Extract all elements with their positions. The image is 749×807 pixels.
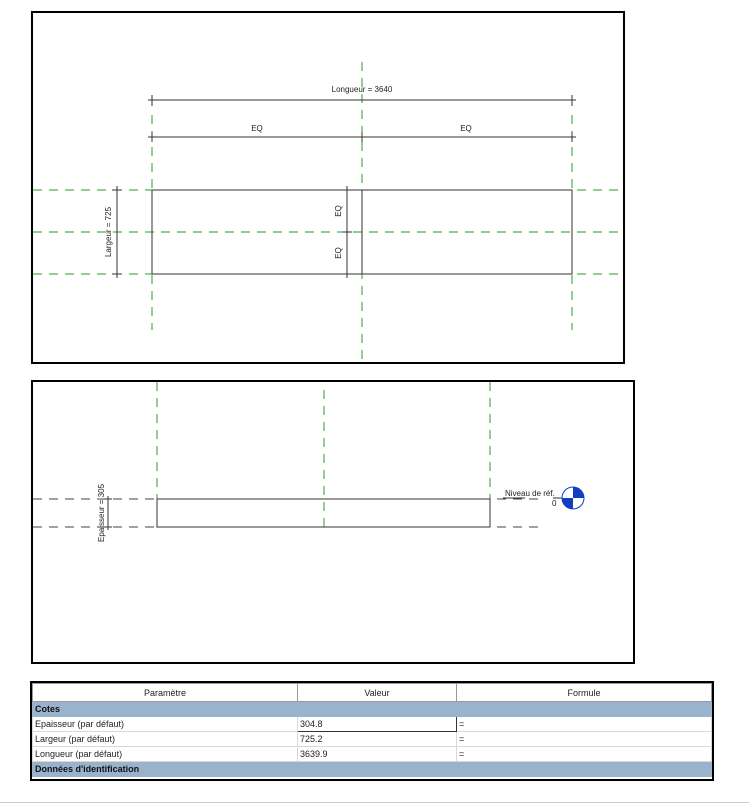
table-row[interactable]: Longueur (par défaut) 3639.9 = [32,746,712,762]
param-value-input[interactable]: 304.8 [297,716,457,732]
width-dimension-label[interactable]: Largeur = 725 [104,206,113,257]
param-name: Epaisseur (par défaut) [32,716,298,732]
level-value: 0 [552,499,557,508]
plan-drawing: Longueur = 3640 EQ EQ Largeur = 725 EQ E… [33,62,620,363]
plan-view[interactable] [31,11,625,364]
thickness-dimension-label[interactable]: Epaisseur = 305 [97,483,106,542]
table-row[interactable]: Largeur (par défaut) 725.2 = [32,731,712,747]
param-formula[interactable]: = [456,746,712,762]
eq-vertical-bottom[interactable]: EQ [334,247,343,259]
group-row-identification[interactable]: Données d'identification [32,761,712,777]
elevation-view[interactable] [31,380,635,664]
eq-label-left[interactable]: EQ [251,124,263,133]
param-formula[interactable]: = [456,716,712,732]
param-name: Largeur (par défaut) [32,731,298,747]
divider [0,802,749,803]
beam-outline-elevation [156,498,491,528]
header-parameter[interactable]: Paramètre [32,683,298,702]
param-formula[interactable]: = [456,731,712,747]
eq-vertical-top[interactable]: EQ [334,205,343,217]
eq-label-right[interactable]: EQ [460,124,472,133]
param-name: Longueur (par défaut) [32,746,298,762]
family-parameters-table: Paramètre Valeur Formule Cotes Epaisseur… [30,681,714,781]
table-header-row: Paramètre Valeur Formule [32,683,712,702]
header-value[interactable]: Valeur [297,683,457,702]
group-row-cotes[interactable]: Cotes [32,701,712,717]
elevation-drawing: Epaisseur = 305 Niveau de réf. 0 [33,382,585,542]
param-value-input[interactable]: 3639.9 [297,746,457,762]
table-row[interactable]: Epaisseur (par défaut) 304.8 = [32,716,712,732]
param-value-input[interactable]: 725.2 [297,731,457,747]
level-head-icon[interactable] [561,486,585,510]
length-dimension-label[interactable]: Longueur = 3640 [332,85,393,94]
level-name[interactable]: Niveau de réf. [505,489,555,498]
header-formula[interactable]: Formule [456,683,712,702]
